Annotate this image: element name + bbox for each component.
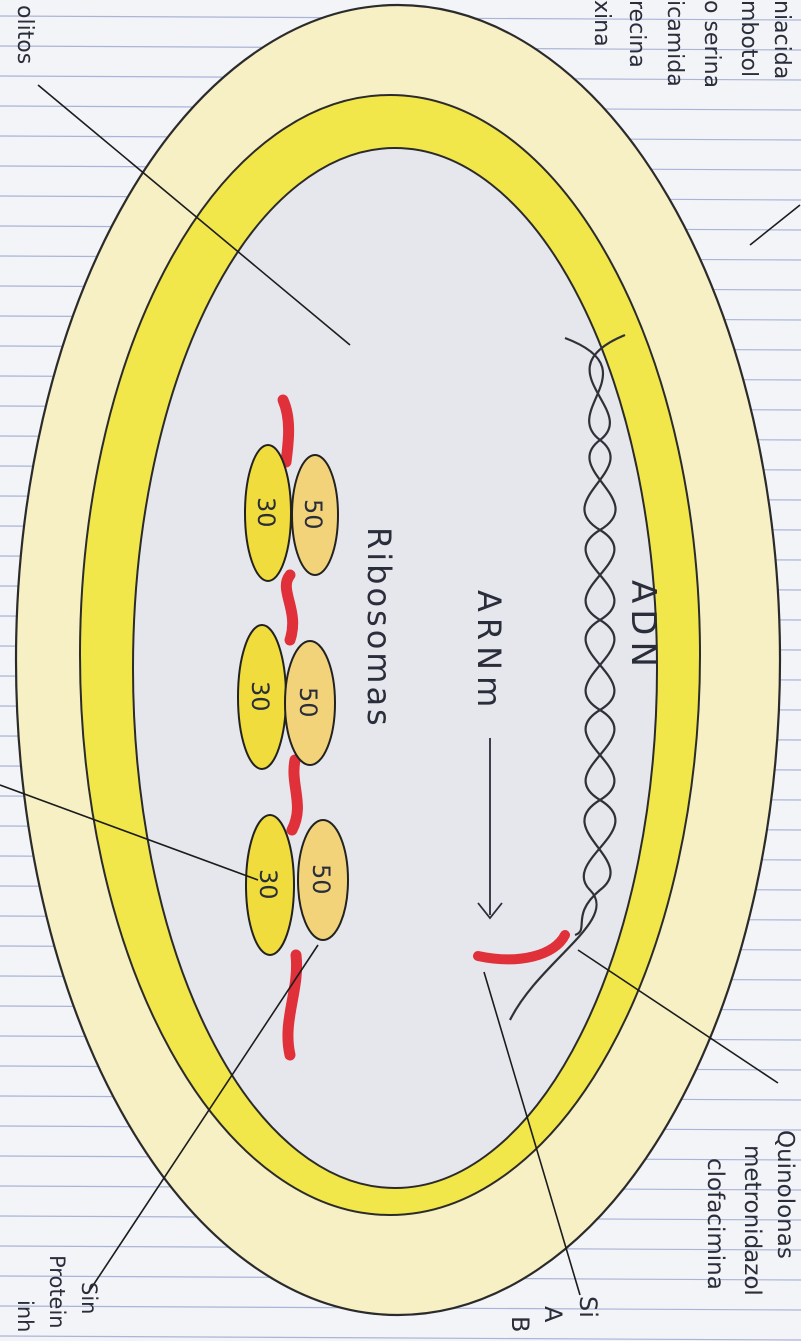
note-line: metronidazol — [739, 1145, 765, 1296]
small-subunit-label: 30 — [252, 497, 280, 528]
note-line: Sin — [77, 1282, 101, 1314]
note-line: niacida — [769, 0, 794, 79]
small-subunit-label: 30 — [254, 869, 282, 900]
arnm-label: ARNm — [470, 590, 508, 713]
note-line: Si — [574, 1296, 602, 1318]
note-line: mbotol — [736, 0, 761, 77]
note-top-right: niacida mbotol o serina icamida recina x… — [589, 0, 794, 88]
note-line: o serina — [699, 0, 724, 88]
note-line: Protein — [45, 1255, 69, 1329]
note-bottom-right-2: Si A B — [506, 1296, 602, 1332]
large-subunit-label: 50 — [307, 864, 335, 895]
note-top-left: olitos — [12, 5, 37, 64]
large-subunit-label: 50 — [299, 499, 327, 530]
note-line: A — [539, 1306, 567, 1323]
note-line: clofacimina — [702, 1158, 728, 1290]
note-bottom-middle: Sin Protein inh — [13, 1255, 101, 1332]
note-line: xina — [589, 0, 614, 47]
ribosomas-label: Ribosomas — [360, 527, 398, 729]
small-subunit-label: 30 — [246, 681, 274, 712]
large-subunit-label: 50 — [294, 687, 322, 718]
note-line: inh — [13, 1300, 37, 1332]
note-line: Quinolonas — [772, 1130, 798, 1259]
note-bottom-right-1: Quinolonas metronidazol clofacimina — [702, 1130, 798, 1296]
note-line: B — [506, 1316, 534, 1332]
adn-label: ADN — [623, 580, 663, 673]
note-line: recina — [624, 0, 649, 68]
rule-line — [0, 1336, 801, 1340]
note-line: icamida — [662, 0, 687, 87]
